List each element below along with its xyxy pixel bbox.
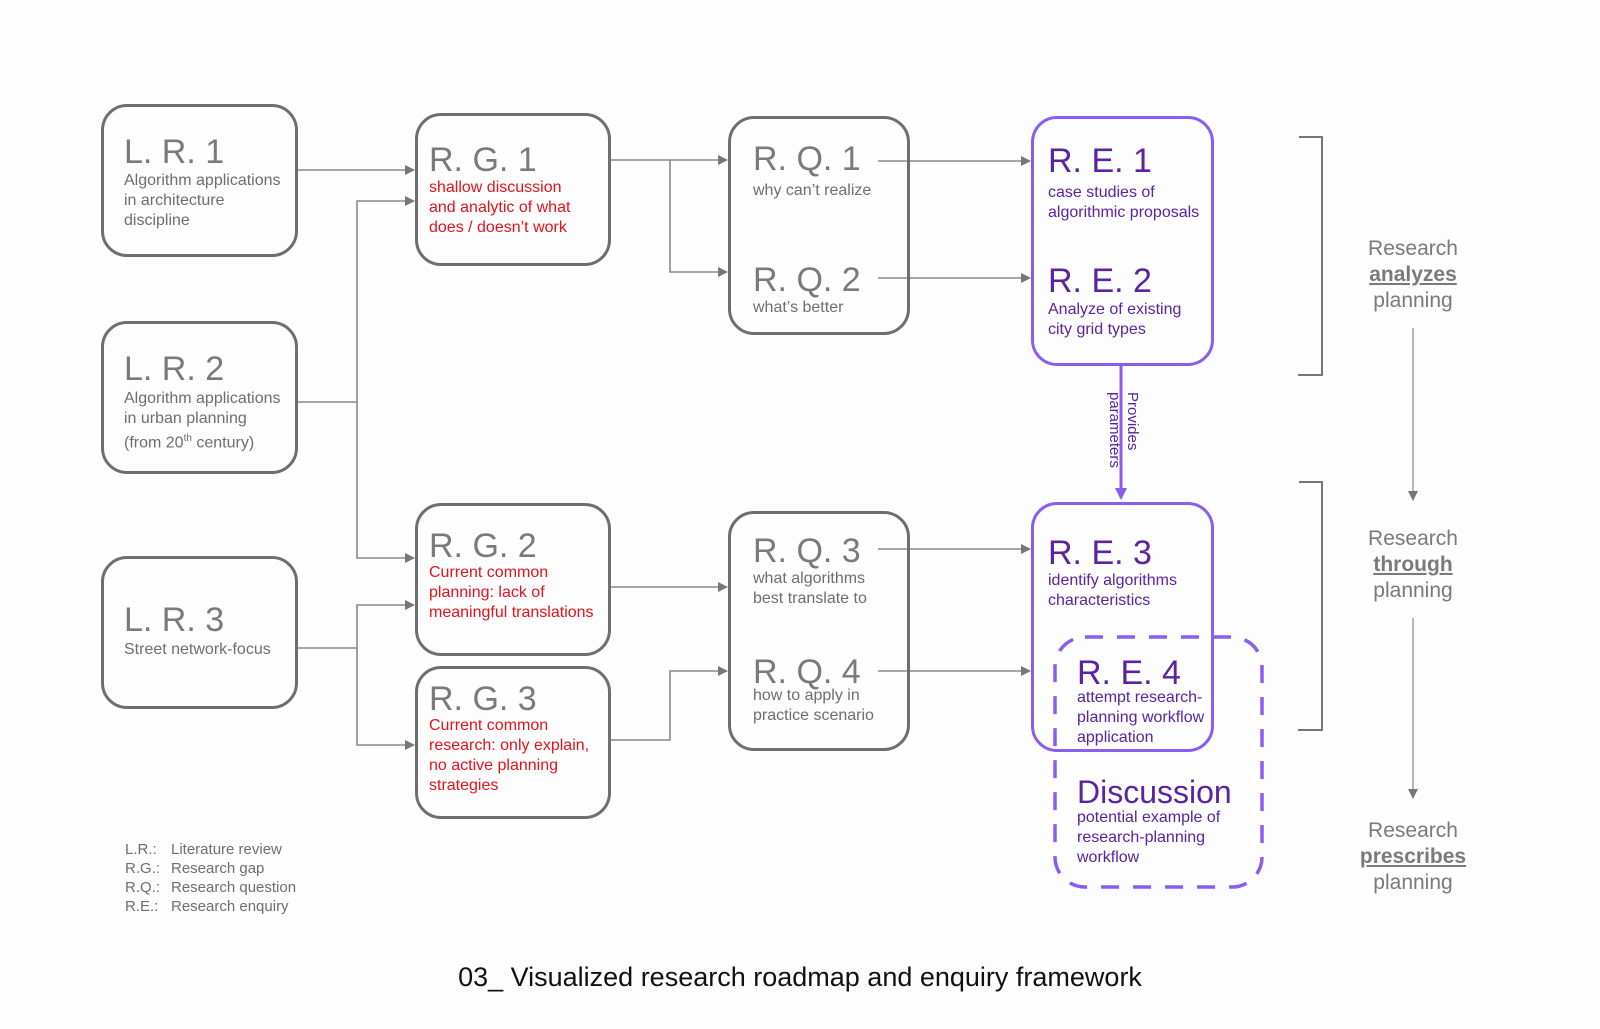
node-rg1 bbox=[415, 113, 611, 266]
legend-meaning: Literature review bbox=[171, 841, 282, 858]
node-rq2-text: what’s better bbox=[753, 299, 844, 316]
figure-caption: 03_ Visualized research roadmap and enqu… bbox=[458, 962, 1142, 992]
node-rq1-id: R. Q. 1 bbox=[753, 140, 861, 178]
discussion-text: potential example of research-planning w… bbox=[1077, 809, 1221, 866]
node-re3-text: identify algorithms characteristics bbox=[1048, 572, 1177, 609]
node-rg2-id: R. G. 2 bbox=[429, 527, 537, 565]
link-label-line1: Provides bbox=[1124, 392, 1141, 451]
node-rg3-text: Current common research: only explain, n… bbox=[429, 717, 590, 794]
stage-through: Research through planning bbox=[1343, 526, 1483, 604]
legend-row: R.E.: Research enquiry bbox=[125, 897, 296, 916]
node-re2-text: Analyze of existing city grid types bbox=[1048, 301, 1182, 338]
node-rg1-text: shallow discussion and analytic of what … bbox=[429, 179, 571, 236]
stage-analyzes: Research analyzes planning bbox=[1343, 236, 1483, 314]
arrow-rg3-rq4 bbox=[611, 666, 728, 741]
node-rq1-text: why can’t realize bbox=[753, 182, 872, 199]
stage-analyzes-post: planning bbox=[1373, 289, 1453, 312]
node-rg3-id: R. G. 3 bbox=[429, 680, 537, 718]
node-lr2-text: Algorithm applications in urban planning… bbox=[124, 390, 281, 452]
arrow-lr2-rg1 bbox=[298, 196, 415, 403]
stage-prescribes-emphasis: prescribes bbox=[1359, 845, 1467, 868]
node-rq4-id: R. Q. 4 bbox=[753, 653, 861, 691]
node-rg3 bbox=[415, 666, 611, 819]
node-rg2 bbox=[415, 503, 611, 656]
legend: L.R.: Literature review R.G.: Research gap… bbox=[125, 840, 296, 916]
arrow-lr3-rg2 bbox=[298, 600, 415, 649]
stage-through-pre: Research bbox=[1368, 527, 1458, 550]
stage-through-emphasis: through bbox=[1373, 553, 1453, 576]
legend-row: R.G.: Research gap bbox=[125, 859, 296, 878]
legend-meaning: Research enquiry bbox=[171, 898, 289, 915]
node-lr3-id: L. R. 3 bbox=[124, 601, 225, 639]
stage-prescribes-pre: Research bbox=[1368, 819, 1458, 842]
discussion-dashed-box bbox=[1053, 635, 1264, 889]
stage-through-post: planning bbox=[1373, 579, 1453, 602]
node-rq3-text: what algorithms best translate to bbox=[753, 570, 867, 607]
node-lr1 bbox=[101, 104, 298, 257]
node-rg1-id: R. G. 1 bbox=[429, 141, 537, 179]
node-rq3-id: R. Q. 3 bbox=[753, 532, 861, 570]
node-re1-text: case studies of algorithmic proposals bbox=[1048, 184, 1200, 221]
stage-analyzes-pre: Research bbox=[1368, 237, 1458, 260]
node-rq12 bbox=[728, 116, 910, 335]
arrow-rg1-rq2 bbox=[669, 160, 728, 277]
node-lr3 bbox=[101, 556, 298, 709]
bracket-analyzes bbox=[1298, 136, 1323, 376]
stage-prescribes: Research prescribes planning bbox=[1343, 818, 1483, 896]
node-re4-id: R. E. 4 bbox=[1077, 654, 1181, 692]
node-re4-text: attempt research- planning workflow appl… bbox=[1077, 689, 1205, 746]
node-re2-id: R. E. 2 bbox=[1048, 262, 1152, 300]
bracket-through bbox=[1298, 481, 1323, 731]
node-re3-id: R. E. 3 bbox=[1048, 534, 1152, 572]
node-rq4-text: how to apply in practice scenario bbox=[753, 687, 874, 724]
node-rq2-id: R. Q. 2 bbox=[753, 261, 861, 299]
node-lr2 bbox=[101, 321, 298, 474]
stage-prescribes-post: planning bbox=[1373, 871, 1453, 894]
link-label-provides: Provides parameters bbox=[1105, 392, 1141, 468]
arrow-lr2-rg2 bbox=[356, 402, 415, 563]
stage-analyzes-emphasis: analyzes bbox=[1369, 263, 1457, 286]
node-lr3-text: Street network-focus bbox=[124, 641, 271, 658]
node-lr1-text: Algorithm applications in architecture d… bbox=[124, 172, 281, 229]
legend-abbr: L.R.: bbox=[125, 841, 157, 858]
legend-row: L.R.: Literature review bbox=[125, 840, 296, 859]
node-lr2-id: L. R. 2 bbox=[124, 350, 225, 388]
legend-meaning: Research question bbox=[171, 879, 297, 896]
legend-meaning: Research gap bbox=[171, 860, 265, 877]
arrow-lr3-rg3 bbox=[356, 648, 415, 750]
node-lr1-id: L. R. 1 bbox=[124, 133, 225, 171]
node-rg2-text: Current common planning: lack of meaning… bbox=[429, 564, 594, 621]
link-label-line2: parameters bbox=[1106, 392, 1123, 468]
legend-row: R.Q.: Research question bbox=[125, 878, 296, 897]
legend-abbr: R.Q.: bbox=[125, 879, 161, 896]
legend-abbr: R.G.: bbox=[125, 860, 161, 877]
discussion-title: Discussion bbox=[1077, 774, 1232, 810]
node-re12 bbox=[1031, 116, 1214, 366]
node-re34 bbox=[1031, 502, 1214, 752]
node-rq34 bbox=[728, 511, 910, 751]
legend-abbr: R.E.: bbox=[125, 898, 159, 915]
node-re1-id: R. E. 1 bbox=[1048, 142, 1152, 180]
